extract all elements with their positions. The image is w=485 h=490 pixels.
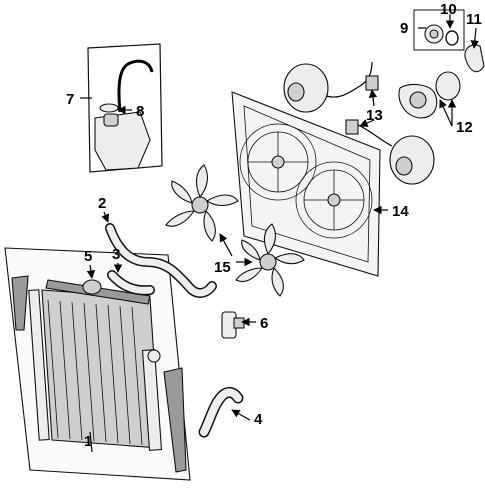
radiator-cap — [82, 279, 102, 295]
leader-lines — [80, 14, 479, 453]
harness-connector-upper — [365, 75, 379, 91]
callout-15: 15 — [214, 259, 231, 276]
callout-13: 13 — [366, 107, 383, 124]
callout-7: 7 — [66, 91, 74, 108]
harness-connector-lower — [345, 119, 359, 135]
radiator-assembly — [4, 247, 191, 481]
thermostat-gasket — [445, 30, 459, 46]
callout-6: 6 — [260, 315, 268, 332]
thermostat-housing — [221, 311, 245, 339]
water-outlet — [464, 44, 485, 73]
callout-5: 5 — [84, 248, 92, 265]
callout-12: 12 — [456, 119, 473, 136]
callout-2: 2 — [98, 195, 106, 212]
fan-motor-lower — [389, 135, 435, 185]
callout-11: 11 — [466, 11, 482, 28]
callout-14: 14 — [392, 203, 409, 220]
water-pump — [398, 71, 461, 119]
callout-10: 10 — [440, 1, 457, 18]
thermostat — [424, 24, 444, 44]
callout-8: 8 — [136, 103, 144, 120]
callout-4: 4 — [254, 411, 263, 428]
coolant-reservoir — [87, 43, 163, 173]
callout-labels: 1 2 3 4 5 6 7 8 9 10 11 12 13 14 15 — [66, 1, 482, 450]
cooling-fan-blade-lower — [235, 223, 305, 297]
callout-3: 3 — [112, 246, 120, 263]
cooling-fan-blade-upper — [165, 164, 239, 242]
callout-1: 1 — [84, 433, 92, 450]
callout-9: 9 — [400, 20, 408, 37]
fan-motor-upper — [283, 63, 329, 113]
